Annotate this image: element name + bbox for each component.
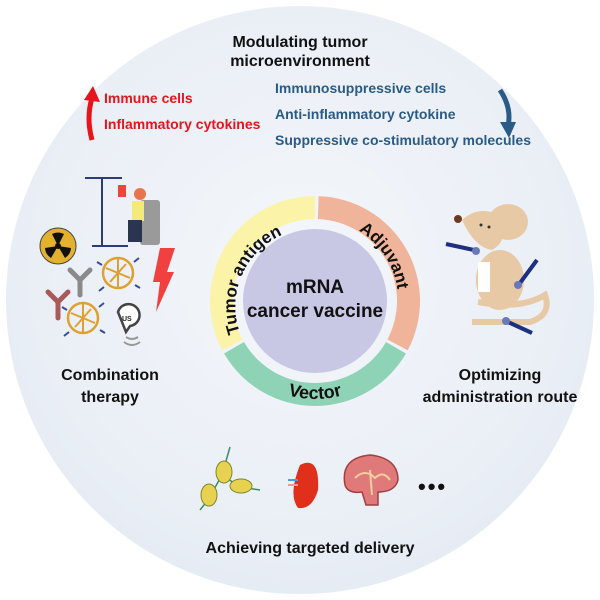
mouse-illustration (445, 204, 550, 335)
more-ellipsis: ••• (418, 474, 448, 499)
vaccine-core (243, 229, 387, 373)
nanoparticle-icon-1 (96, 256, 141, 292)
decrease-arrow-icon (497, 88, 516, 138)
title-line-2: microenvironment (230, 53, 370, 70)
segment-adjuvant (317, 196, 420, 351)
vector-label: Vector (287, 380, 343, 403)
increase-arrow-icon (84, 86, 100, 141)
segment-vector (224, 342, 406, 406)
title-line-1: Modulating tumor (232, 34, 368, 51)
combination-therapy-illustration: US (39, 177, 175, 346)
targeted-delivery-illustration (199, 446, 399, 511)
lightning-icon (153, 248, 175, 312)
syringe-icon-3 (502, 317, 533, 335)
svg-text:US: US (122, 316, 132, 323)
targeted-delivery-label: Achieving targeted delivery (205, 540, 415, 557)
vaccine-ring: Tumor antigen Adjuvant Vector (209, 196, 420, 406)
syringe-icon-1 (445, 242, 480, 255)
nanoparticle-icon-2 (61, 301, 106, 337)
increase-item-1: Immune cells (104, 90, 193, 106)
spleen-icon (288, 462, 319, 509)
patient-icon (128, 188, 160, 245)
antibody-icon-gray (67, 267, 93, 298)
top-section-title: Modulating tumor microenvironment (0, 33, 600, 71)
increase-item-2: Inflammatory cytokines (104, 116, 261, 132)
antibody-icon-red (45, 289, 71, 321)
ultrasound-icon: US (116, 302, 141, 346)
lymph-node-icon (199, 446, 261, 511)
decrease-item-3: Suppressive co-stimulatory molecules (275, 132, 531, 148)
syringe-icon-2 (514, 258, 539, 289)
segment-tumor-antigen (209, 196, 315, 351)
decrease-item-1: Immunosuppressive cells (275, 80, 447, 96)
radiation-icon (39, 227, 77, 265)
decrease-item-2: Anti-inflammatory cytokine (275, 106, 456, 122)
svg-text:Vector: Vector (287, 380, 343, 403)
brain-icon (343, 454, 399, 506)
iv-stand-icon (85, 177, 128, 247)
